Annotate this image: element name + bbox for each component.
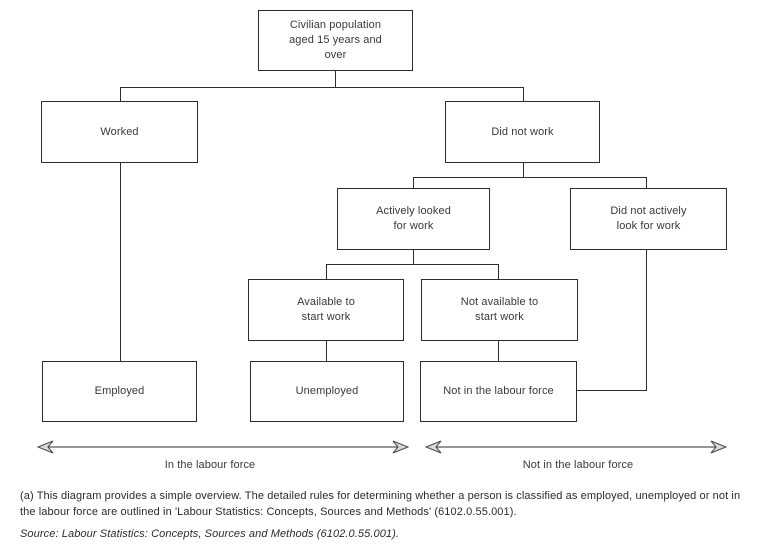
connector-civilian-down bbox=[335, 71, 336, 88]
connector-level1-split bbox=[120, 87, 524, 88]
node-not-in-the-labour-force: Not in the labour force bbox=[420, 361, 577, 422]
connector-to-did-not-actively bbox=[646, 177, 647, 188]
connector-to-available bbox=[326, 264, 327, 279]
arrowhead-left-icon bbox=[424, 440, 442, 454]
connector-to-did-not-work bbox=[523, 87, 524, 101]
node-available-to-start-work: Available to start work bbox=[248, 279, 404, 341]
connector-to-actively-looked bbox=[413, 177, 414, 188]
node-did-not-actively-look-for-work: Did not actively look for work bbox=[570, 188, 727, 250]
arrowhead-left-icon bbox=[36, 440, 54, 454]
in-labour-force-range-arrow bbox=[36, 440, 410, 454]
arrowhead-right-icon bbox=[392, 440, 410, 454]
footnote: (a) This diagram provides a simple overv… bbox=[20, 490, 741, 518]
connector-level2-split bbox=[413, 177, 647, 178]
source-line: Source: Labour Statistics: Concepts, Sou… bbox=[20, 528, 400, 540]
node-did-not-work: Did not work bbox=[445, 101, 600, 163]
connector-did-not-actively-down bbox=[646, 250, 647, 391]
node-civilian-population: Civilian population aged 15 years and ov… bbox=[258, 10, 413, 71]
node-employed: Employed bbox=[42, 361, 197, 422]
in-labour-force-label: In the labour force bbox=[164, 459, 256, 471]
connector-to-not-available bbox=[498, 264, 499, 279]
not-in-labour-force-range-arrow bbox=[424, 440, 728, 454]
connector-worked-to-employed bbox=[120, 163, 121, 361]
connector-to-worked bbox=[120, 87, 121, 101]
connector-not-available-to-nilf bbox=[498, 341, 499, 361]
connector-actively-looked-down bbox=[413, 250, 414, 265]
node-worked: Worked bbox=[41, 101, 198, 163]
node-not-available-to-start-work: Not available to start work bbox=[421, 279, 578, 341]
node-actively-looked-for-work: Actively looked for work bbox=[337, 188, 490, 250]
connector-did-not-work-down bbox=[523, 163, 524, 178]
arrowhead-right-icon bbox=[710, 440, 728, 454]
connector-did-not-actively-to-nilf bbox=[577, 390, 647, 391]
node-unemployed: Unemployed bbox=[250, 361, 404, 422]
connector-level3-split bbox=[326, 264, 499, 265]
connector-available-to-unemployed bbox=[326, 341, 327, 361]
not-in-labour-force-label: Not in the labour force bbox=[522, 459, 634, 471]
